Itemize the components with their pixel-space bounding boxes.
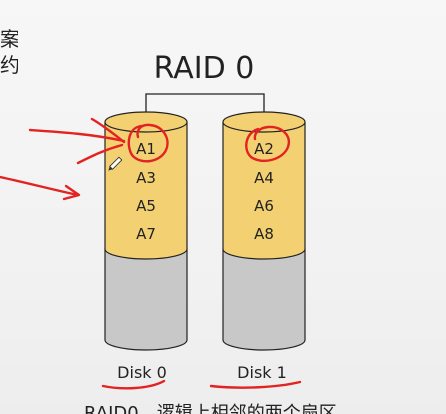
red-annotations (0, 117, 302, 390)
annotation-arrow-left-head (62, 184, 81, 201)
bottom-caption: RAID0，逻辑上相邻的两个扇区 (84, 403, 337, 414)
block-label-a1: A1 (136, 140, 156, 158)
block-label-a8: A8 (254, 225, 274, 243)
annotation-arrow-line-lower (76, 143, 124, 165)
disk-0-block-top-of-body (104, 222, 188, 260)
cropped-side-text: 案 约 (0, 26, 18, 78)
pencil-cursor-icon (108, 156, 123, 171)
disk-0: A1 A3 A5 A7 (104, 111, 188, 351)
block-label-a4: A4 (254, 169, 274, 187)
annotation-circle-a2 (245, 125, 291, 162)
disk-1-label: Disk 1 (237, 363, 287, 382)
disk-1-block-top-of-body (222, 222, 306, 260)
side-text-line-2: 约 (0, 53, 18, 77)
block-label-a6: A6 (254, 197, 274, 215)
block-label-a2: A2 (254, 140, 274, 158)
disk-1: A2 A4 A6 A8 (222, 111, 306, 351)
block-label-a3: A3 (136, 169, 156, 187)
block-label-a5: A5 (136, 197, 156, 215)
annotation-underline-disk-1 (209, 380, 302, 389)
side-text-line-1: 案 (0, 27, 18, 51)
disk-1-top-cap (222, 111, 306, 133)
diagram-title: RAID 0 (154, 51, 255, 86)
disk-1-body (222, 248, 306, 351)
disk-0-body (104, 248, 188, 351)
annotation-underline-disk-0 (101, 379, 166, 390)
annotation-arrow-line-upper (28, 128, 126, 143)
disk-0-label: Disk 0 (117, 363, 167, 382)
annotation-arrow-left (0, 175, 80, 197)
disk-0-top-cap (104, 111, 188, 133)
block-label-a7: A7 (136, 225, 156, 243)
annotation-arrow-tick (90, 117, 126, 144)
controller-connector-line (145, 93, 265, 118)
annotation-circle-a1 (127, 123, 169, 163)
